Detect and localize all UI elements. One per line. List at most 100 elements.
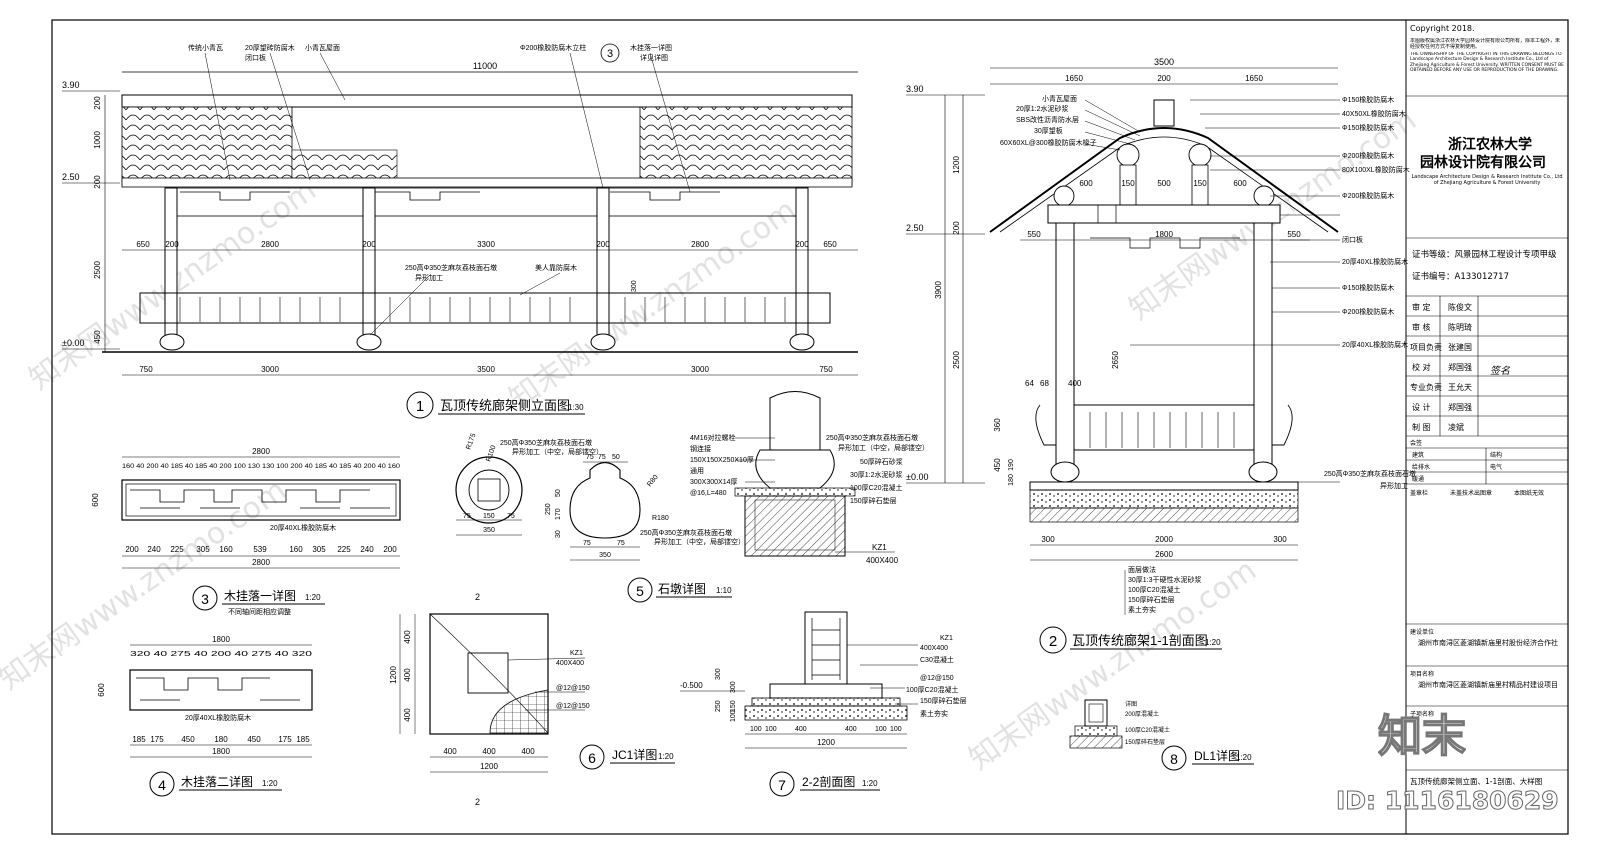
jc1-dim: 400 [403, 708, 412, 722]
sec-right-label: Φ150橡胶防腐木 [1342, 95, 1394, 104]
view8-num: 8 [1170, 751, 1178, 767]
view3-note: 不同轴间距相应调整 [228, 607, 291, 616]
elev-vdim: 1000 [93, 131, 102, 149]
countersign-row: 暖通 [1412, 476, 1425, 483]
sec-right-label: Φ150橡胶防腐木 [1342, 123, 1394, 132]
elev-label: 传统小青瓦 [188, 43, 223, 52]
view5-title: 石墩详图 [658, 581, 706, 596]
h1-bottom-dim: 240 [147, 545, 161, 554]
elev-mid-dim: 200 [795, 240, 809, 249]
sec-inner2-dim: 550 [1287, 230, 1301, 239]
sec-layer: 150厚碎石垫层 [1128, 595, 1175, 604]
stone-dim-a: 350 [483, 527, 495, 534]
stone-dim-b: 250 [545, 503, 552, 515]
view7-num: 7 [778, 777, 786, 793]
sec-vdim: 2650 [1111, 351, 1120, 369]
h2-label: 20厚40XL橡胶防腐木 [185, 713, 251, 722]
sec22-label: 100厚C20混凝土 [906, 685, 959, 694]
dl1-label: 100厚C20混凝土 [1125, 726, 1170, 734]
jc1-cut: 2 [475, 592, 480, 602]
countersign-row: 建筑 [1412, 452, 1425, 459]
countersign-row: 给排水 [1412, 464, 1431, 471]
jc1-label: 400X400 [556, 660, 584, 667]
sec-vdim: 3900 [934, 281, 943, 299]
h2-bottom-dim: 450 [247, 735, 261, 744]
sec-inner-dim: 600 [1079, 179, 1093, 188]
jc1-label: @12@150 [556, 685, 590, 692]
role-label: 审 定 [1412, 303, 1431, 312]
view2-scale: 1:20 [1205, 638, 1221, 647]
view2-num: 2 [1049, 633, 1057, 650]
view3-scale: 1:20 [305, 593, 321, 602]
sec-right-label: 20厚40XL橡胶防腐木 [1342, 340, 1408, 349]
role-label: 设 计 [1412, 403, 1431, 412]
sec-vdim: 190 [1008, 459, 1015, 471]
elev-bottom-dim: 3000 [261, 365, 279, 374]
sec-level-top: 3.90 [906, 84, 924, 94]
base-label: 通用 [690, 466, 704, 475]
dl1-label: 200厚混凝土 [1125, 710, 1159, 718]
sec22-vdim: 250 [715, 700, 722, 712]
h1-bottom-dim: 305 [196, 545, 210, 554]
company-name-line1: 浙江农林大学 [1448, 137, 1532, 153]
elev-vdim: 200 [93, 175, 102, 189]
jc1-dim: 400 [403, 630, 412, 644]
h2-bottom-dim: 450 [181, 735, 195, 744]
sec22-vdim: 300 [715, 668, 722, 680]
elev-vdim: 450 [93, 330, 102, 344]
role-name: 凌斌 [1448, 423, 1464, 432]
h1-overall: 2800 [252, 447, 270, 456]
sec22-label: @12@150 [920, 675, 954, 682]
sec-inner-dim: 500 [1157, 179, 1171, 188]
h1-height: 600 [91, 493, 100, 507]
elev-mid-dim: 200 [596, 240, 610, 249]
stone-dim-b: 75 [586, 454, 594, 461]
sec-level-base: ±0.00 [906, 472, 928, 482]
view6-scale: 1:20 [658, 752, 674, 761]
sec-vdim: 1200 [952, 156, 961, 174]
base-label: 300X300X14厚 [690, 478, 737, 486]
sec-left-label: SBS改性沥青防水层 [1016, 115, 1079, 124]
stamp-id: ID: 1116180629 [1336, 786, 1559, 815]
signature: 签名 [1490, 366, 1510, 377]
stone-dim-b: 75 [583, 540, 591, 547]
sec-right-label: 异形加工 [1380, 481, 1408, 490]
elev-label: 闭口板 [245, 53, 266, 62]
jc1-dim: 1200 [389, 666, 398, 684]
sec-vdim: 450 [993, 458, 1002, 472]
sec-layer: 面层做法 [1128, 565, 1156, 574]
elev-level-mid: 2.50 [62, 172, 80, 182]
sec-top-sub: 1650 [1065, 74, 1083, 83]
sec22-hdim: 100 [875, 726, 887, 733]
elev-bottom-dim: 750 [139, 365, 153, 374]
jc1-label: @12@150 [556, 703, 590, 710]
elev-mid-dim: 3300 [477, 240, 495, 249]
stone-dim-b: 30 [555, 530, 562, 538]
sec-bottom-dim: 2600 [1155, 550, 1173, 559]
sec-inner2-dim: 1800 [1155, 230, 1173, 239]
stone-dim-b: 170 [555, 508, 562, 520]
sec-right-label: 250高Φ350芝麻灰荔枝面石墩 [1324, 469, 1416, 478]
view7-scale: 1:20 [862, 779, 878, 788]
base-tag-size: 400X400 [866, 556, 899, 565]
jc1-cut: 2 [475, 797, 480, 807]
sec-small-dim: 68 [1040, 379, 1049, 388]
view3-title: 木挂落一详图 [224, 588, 296, 603]
elev-mid-dim: 2800 [691, 240, 709, 249]
role-name: 郑国强 [1448, 363, 1472, 372]
h1-bottom-dim: 160 [289, 545, 303, 554]
elev-level-top: 3.90 [62, 80, 80, 90]
dl1-label: 150厚碎石垫层 [1125, 738, 1165, 746]
role-label: 制 图 [1412, 423, 1431, 432]
stone-label: 250高Φ350芝麻灰荔枝面石墩 [500, 438, 592, 447]
h1-bottom-dim: 200 [125, 545, 139, 554]
h1-label: 20厚40XL橡胶防腐木 [270, 523, 336, 532]
client-name: 湖州市南浔区菱湖镇新庙里村股份经济合作社 [1418, 639, 1558, 647]
elev-bottom-dim: 750 [819, 365, 833, 374]
sec-bottom-sub: 300 [1273, 535, 1287, 544]
jc1-dim: 400 [403, 668, 412, 682]
cert-level: 证书等级：风景园林工程设计专项甲级 [1412, 250, 1557, 260]
column-base-section: 4M16对拉螺栓 钢连接 150X150X250X10厚 通用 300X300X… [690, 391, 929, 565]
h2-height: 600 [97, 683, 106, 697]
jc1-label: KZ1 [570, 650, 583, 657]
